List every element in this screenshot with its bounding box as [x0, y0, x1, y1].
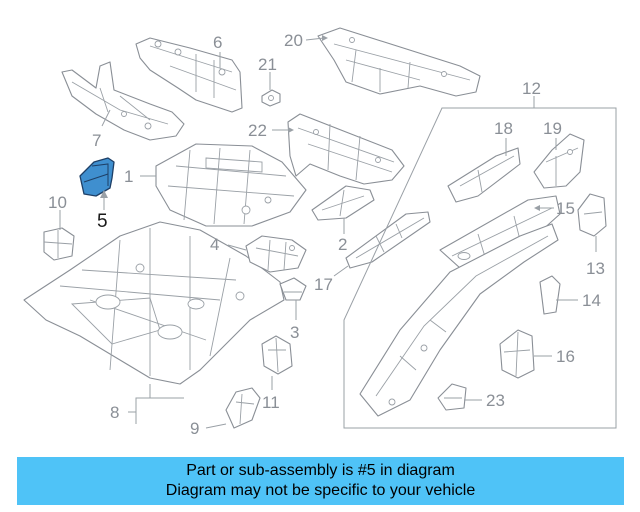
part-2-reinforcement[interactable] — [311, 185, 375, 221]
callout-16[interactable]: 16 — [534, 347, 575, 366]
callout-11[interactable]: 11 — [262, 376, 280, 412]
part-19-bracket[interactable] — [533, 133, 585, 189]
part-14-bracket[interactable] — [539, 275, 561, 315]
callout-6[interactable]: 6 — [213, 33, 222, 68]
svg-text:9: 9 — [190, 419, 199, 438]
svg-text:15: 15 — [556, 199, 575, 218]
part-7-rear-crossmember[interactable] — [61, 61, 185, 141]
svg-text:16: 16 — [556, 347, 575, 366]
svg-text:18: 18 — [494, 119, 513, 138]
svg-text:11: 11 — [262, 393, 280, 412]
callout-15[interactable]: 15 — [534, 199, 575, 218]
part-10-bracket[interactable] — [43, 227, 75, 261]
part-17-reinforcement[interactable] — [345, 211, 431, 269]
svg-text:23: 23 — [486, 391, 505, 410]
parts-diagram: 6 7 5 1 10 4 3 11 8 9 21 — [23, 27, 617, 438]
svg-text:22: 22 — [248, 121, 267, 140]
callout-19[interactable]: 19 — [543, 119, 562, 150]
part-22-side-member[interactable] — [287, 113, 405, 185]
callout-5[interactable]: 5 — [97, 190, 108, 232]
part-23-bracket[interactable] — [437, 383, 467, 411]
callout-8[interactable]: 8 — [110, 384, 184, 424]
svg-text:21: 21 — [258, 55, 277, 74]
callout-20[interactable]: 20 — [284, 31, 328, 50]
callout-14[interactable]: 14 — [556, 291, 601, 310]
part-5-bracket[interactable] — [79, 157, 115, 197]
svg-text:20: 20 — [284, 31, 303, 50]
callout-21[interactable]: 21 — [258, 55, 277, 90]
callout-13[interactable]: 13 — [586, 236, 605, 278]
callout-2[interactable]: 2 — [338, 218, 347, 254]
part-16-bracket[interactable] — [499, 329, 535, 379]
svg-text:6: 6 — [213, 33, 222, 52]
svg-text:14: 14 — [582, 291, 601, 310]
svg-text:13: 13 — [586, 259, 605, 278]
svg-text:17: 17 — [314, 275, 333, 294]
svg-text:1: 1 — [124, 167, 133, 186]
svg-text:10: 10 — [48, 193, 67, 212]
svg-text:19: 19 — [543, 119, 562, 138]
callout-22[interactable]: 22 — [248, 121, 294, 140]
part-1-floor-pan[interactable] — [155, 143, 307, 227]
part-6-crossmember[interactable] — [135, 37, 243, 113]
callout-1[interactable]: 1 — [124, 167, 156, 186]
banner-line-2: Diagram may not be specific to your vehi… — [165, 482, 476, 499]
callout-3[interactable]: 3 — [290, 300, 299, 342]
svg-text:2: 2 — [338, 235, 347, 254]
part-20-rail[interactable] — [317, 27, 481, 97]
svg-text:7: 7 — [92, 131, 101, 150]
callout-9[interactable]: 9 — [190, 419, 227, 438]
svg-text:4: 4 — [210, 235, 219, 254]
part-12-group-box — [343, 107, 617, 429]
callout-10[interactable]: 10 — [48, 193, 67, 230]
part-4-bracket[interactable] — [245, 235, 307, 273]
rear-side-rail[interactable] — [359, 223, 559, 417]
part-11-bracket[interactable] — [261, 335, 293, 375]
callout-18[interactable]: 18 — [494, 119, 513, 156]
part-8-main-floor[interactable] — [23, 221, 285, 385]
svg-text:12: 12 — [522, 79, 541, 98]
info-banner: Part or sub-assembly is #5 in diagram Di… — [17, 457, 624, 505]
svg-text:5: 5 — [97, 211, 108, 232]
part-9-bracket[interactable] — [225, 387, 261, 429]
part-18-panel[interactable] — [447, 147, 521, 203]
callout-12[interactable]: 12 — [522, 79, 541, 108]
svg-text:8: 8 — [110, 403, 119, 422]
banner-line-1: Part or sub-assembly is #5 in diagram — [186, 462, 455, 479]
callout-7[interactable]: 7 — [92, 109, 111, 150]
callout-17[interactable]: 17 — [314, 265, 349, 294]
part-3-bracket[interactable] — [279, 277, 307, 301]
callout-23[interactable]: 23 — [464, 391, 505, 410]
part-13-bracket[interactable] — [577, 193, 607, 237]
svg-text:3: 3 — [290, 323, 299, 342]
part-21-clip[interactable] — [261, 89, 281, 107]
callout-4[interactable]: 4 — [210, 235, 247, 254]
